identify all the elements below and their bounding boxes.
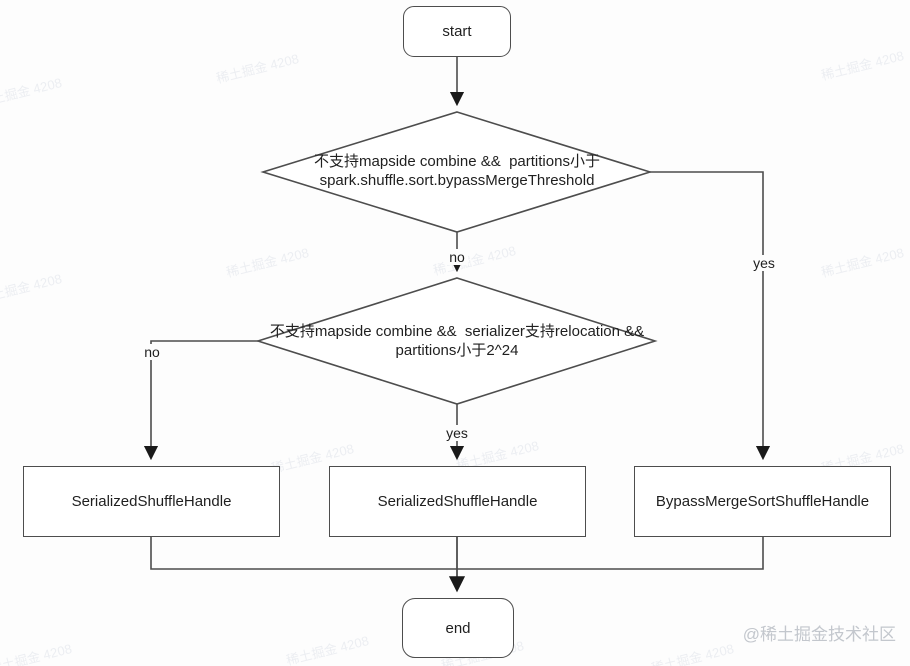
result-box-serialized-left: SerializedShuffleHandle [23,466,280,537]
edge-label-decision2-yes: yes [443,425,471,441]
edge-decision2-no [143,340,258,461]
result-box-left-label: SerializedShuffleHandle [71,493,232,510]
watermark-corner: @稀土掘金技术社区 [742,625,896,644]
edge-label-decision1-yes: yes [750,255,778,271]
result-box-serialized-middle: SerializedShuffleHandle [329,466,586,537]
decision1-line2: spark.shuffle.sort.bypassMergeThreshold [319,172,595,189]
start-node: start [403,6,511,57]
decision1-line1: 不支持mapside combine && partitions小于 [314,153,600,170]
start-label: start [442,23,472,40]
result-box-bypassmergesort: BypassMergeSortShuffleHandle [634,466,891,537]
result-box-right-label: BypassMergeSortShuffleHandle [655,493,870,510]
result-box-middle-label: SerializedShuffleHandle [377,493,538,510]
edge-label-decision2-no: no [141,344,163,360]
decision2-label: 不支持mapside combine && serializer支持reloca… [222,322,692,360]
edge-label-decision1-no: no [446,249,468,265]
decision2-line2: partitions小于2^24 [395,342,519,359]
end-node: end [402,598,514,658]
edge-decision1-yes [650,171,771,461]
decision2-line1: 不支持mapside combine && serializer支持reloca… [269,323,645,340]
end-label: end [445,619,471,637]
decision1-label: 不支持mapside combine && partitions小于 spark… [222,152,692,190]
